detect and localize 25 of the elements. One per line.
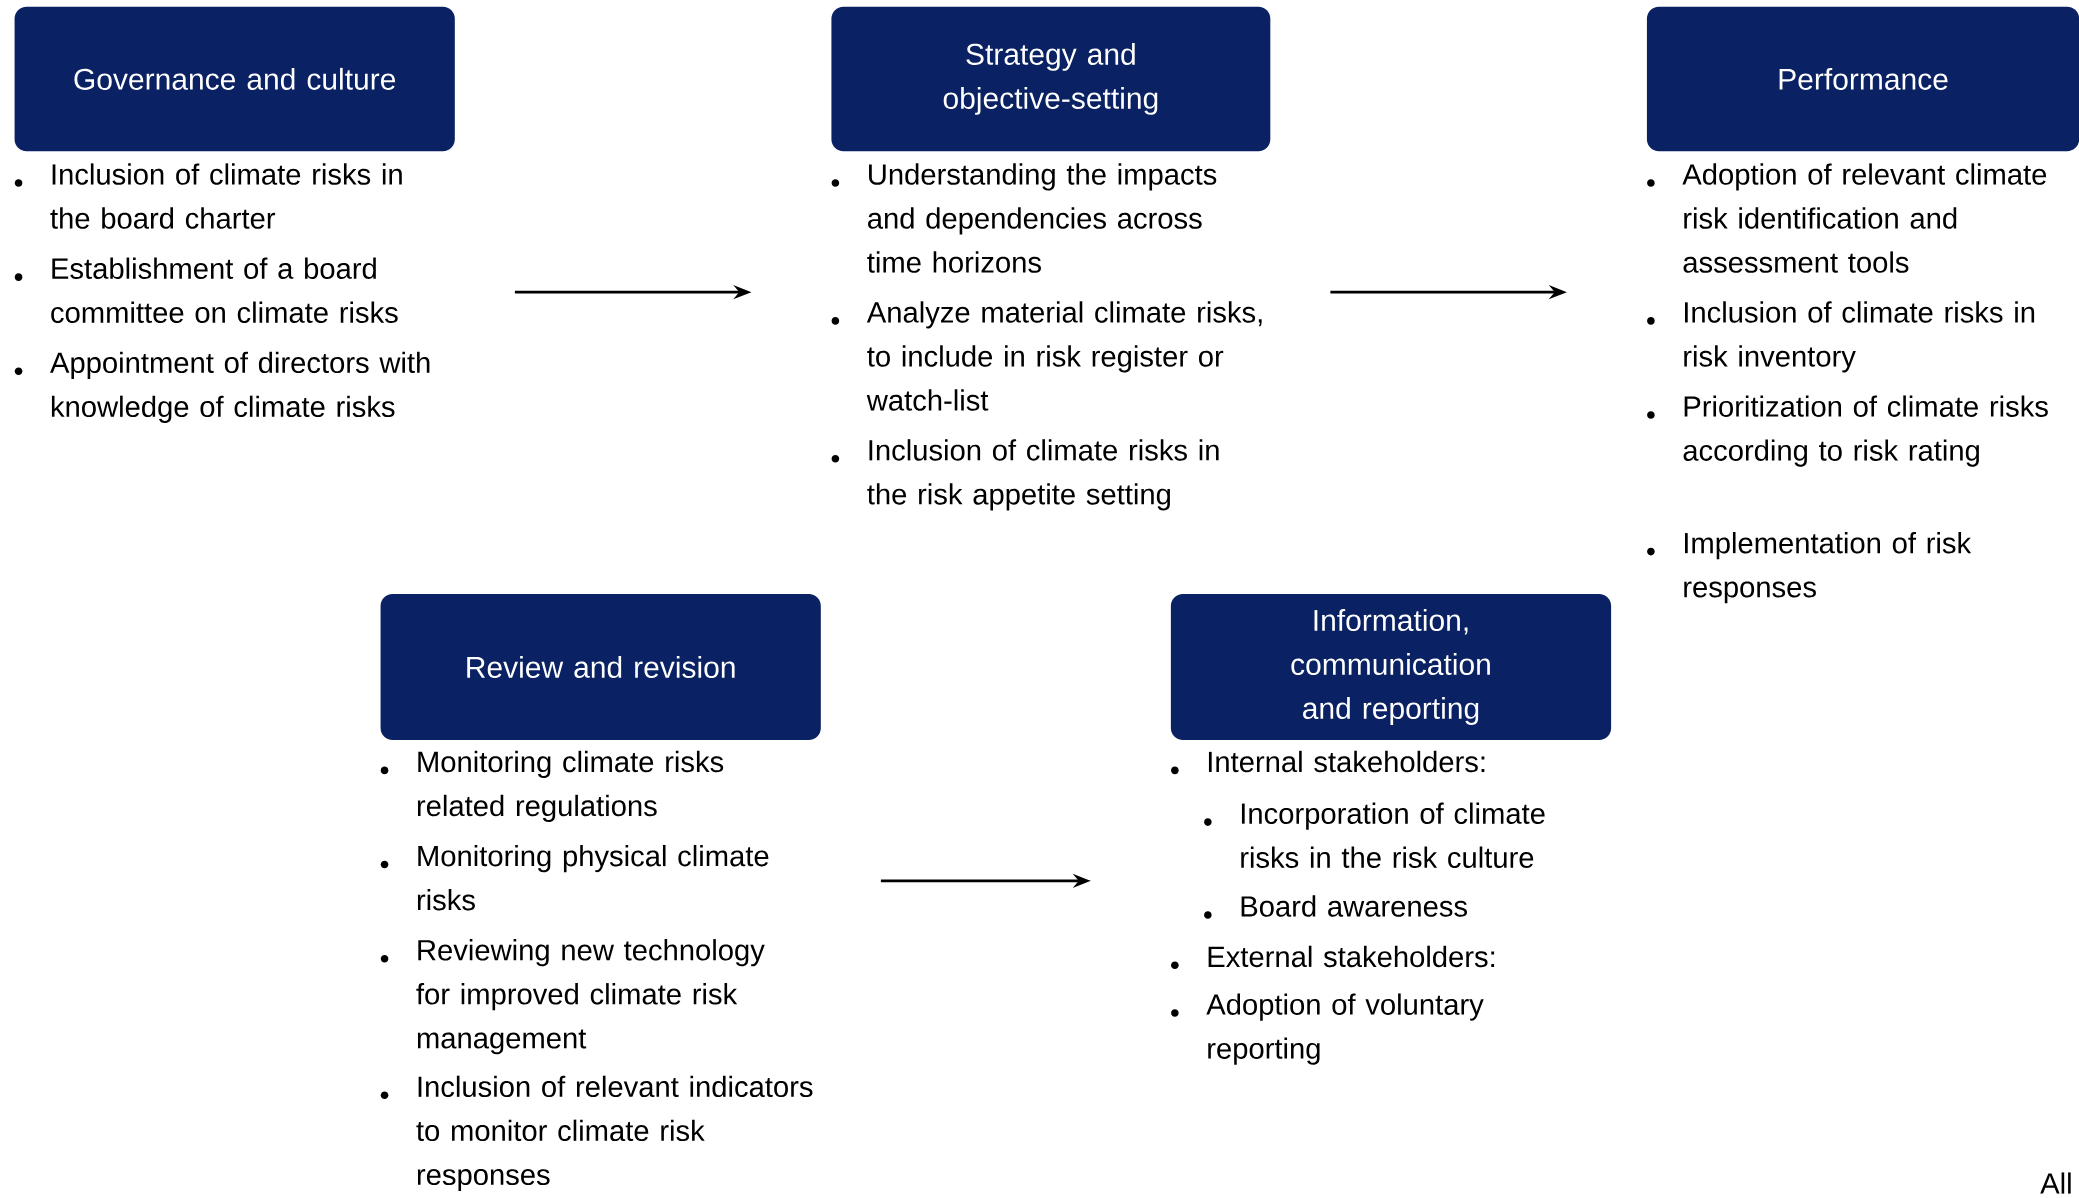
bullet-item: Inclusion of climate risks in risk inventory: [1647, 301, 2035, 373]
bullet-item: Establishment of a board committee on climate risks: [14, 257, 398, 323]
bullet-item: Monitoring physical climate risks: [380, 844, 769, 911]
bullet-item: Analyze material climate risks, to include in risk register or watch-list: [831, 301, 1262, 411]
header-box: Performance: [1646, 6, 2079, 152]
bullet-item: External stakeholders:: [1171, 945, 1495, 970]
bullet-item: Appointment of directors with knowledge of climate risks: [14, 351, 430, 423]
bullet-item: Monitoring climate risks related regulations: [380, 750, 724, 822]
header-box: Information, communication and reporting: [1170, 594, 1612, 740]
bullet-item: Reviewing new technology for improved climate risk management: [380, 939, 765, 1055]
bullet-item: Understanding the impacts and dependencies across time horizons: [831, 163, 1217, 273]
bullet-item: Inclusion of climate risks in the risk appetite setting: [831, 439, 1219, 511]
header-box: Governance and culture: [14, 6, 455, 152]
bullet-item: Inclusion of climate risks in the board charter: [14, 163, 402, 229]
header-box: Review and revision: [380, 594, 821, 740]
bullet-item: Adoption of voluntary reporting: [1171, 993, 1484, 1065]
bullet-item: Implementation of risk responses: [1647, 532, 1972, 604]
bullet-item: Internal stakeholders:: [1171, 750, 1485, 775]
bullet-item: Inclusion of relevant indicators to monitor climate risk responses: [380, 1075, 813, 1191]
bullet-item: Incorporation of climate risks in the risk culture: [1204, 802, 1545, 868]
bullet-item: Adoption of relevant climate risk identification and assessment tools: [1647, 163, 2047, 273]
bullet-item: Board awareness: [1204, 895, 1467, 919]
note-text: All: [2040, 1172, 2071, 1194]
bullet-item: Prioritization of climate risks according to risk rating: [1647, 395, 2048, 467]
header-box: Strategy and objective-setting: [831, 6, 1271, 152]
